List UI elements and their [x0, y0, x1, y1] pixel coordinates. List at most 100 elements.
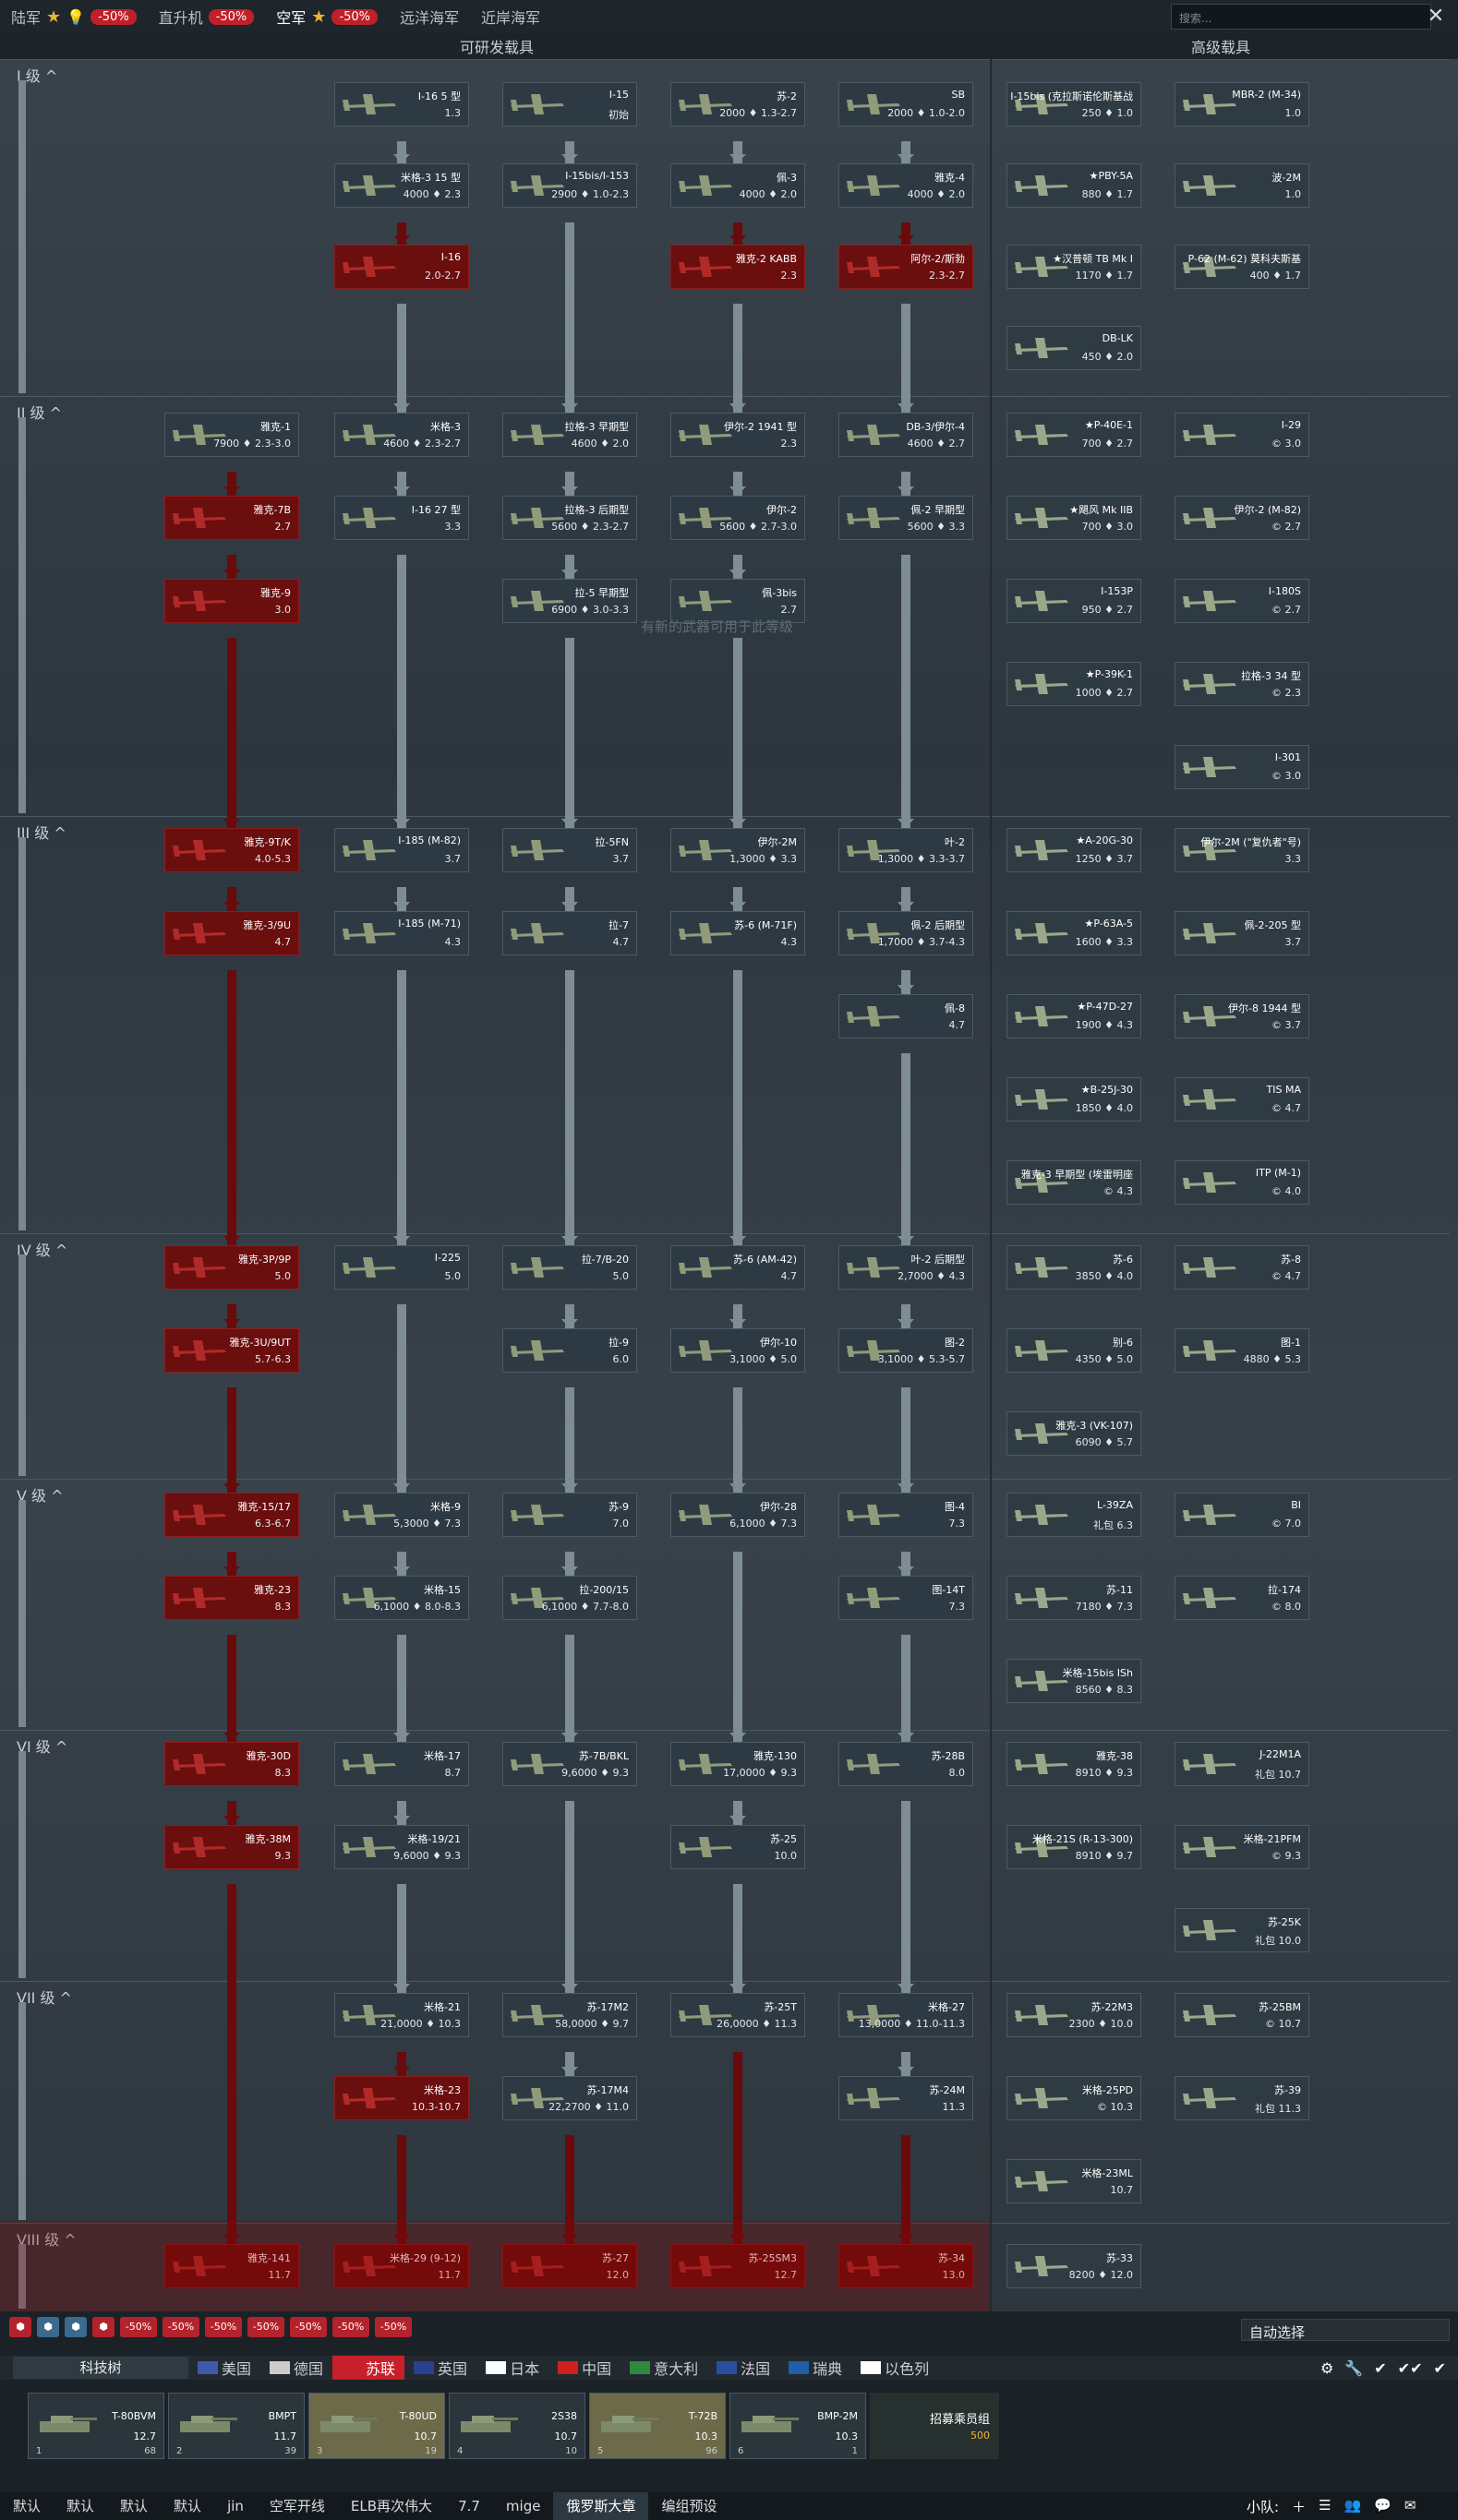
vehicle-card[interactable]: BI© 7.0: [1175, 1493, 1309, 1537]
rank-label[interactable]: III 级 ^: [17, 824, 66, 842]
country-tab[interactable]: 瑞典: [779, 2356, 851, 2380]
chat-icon[interactable]: 💬: [1374, 2496, 1392, 2514]
vehicle-card[interactable]: MBR-2 (M-34)1.0: [1175, 82, 1309, 126]
search-input[interactable]: 搜索...: [1171, 4, 1431, 30]
preset-tab[interactable]: mige: [505, 2498, 541, 2514]
vehicle-card[interactable]: 苏-6 (AM-42)4.7: [670, 1245, 805, 1290]
preset-tab[interactable]: ELB再次伟大: [350, 2498, 433, 2514]
filter-badge[interactable]: ⬢: [37, 2317, 59, 2337]
country-tab[interactable]: 以色列: [851, 2356, 938, 2380]
vehicle-card[interactable]: I-180S© 2.7: [1175, 579, 1309, 623]
tab-bluewater[interactable]: 远洋海军: [389, 0, 470, 33]
preset-tab[interactable]: 编组预设: [661, 2498, 717, 2514]
country-tab[interactable]: 日本: [476, 2356, 548, 2380]
tab-aircraft[interactable]: 空军★-50%: [265, 0, 389, 33]
check-icon-2[interactable]: ✔: [1433, 2359, 1446, 2377]
preset-tab[interactable]: 默认: [120, 2498, 149, 2514]
rank-label[interactable]: V 级 ^: [17, 1487, 64, 1505]
rank-label[interactable]: II 级 ^: [17, 404, 63, 422]
preset-tab[interactable]: 默认: [13, 2498, 42, 2514]
rank-label[interactable]: VIII 级 ^: [17, 2231, 77, 2249]
check-icon[interactable]: ✔: [1374, 2359, 1387, 2377]
country-tab[interactable]: 德国: [260, 2356, 332, 2380]
vehicle-card[interactable]: 雅克-3 早期型 (埃雷明座© 4.3: [1006, 1160, 1141, 1205]
country-tab[interactable]: 中国: [548, 2356, 621, 2380]
vehicle-card[interactable]: TIS MA© 4.7: [1175, 1077, 1309, 1122]
tab-coastal[interactable]: 近岸海军: [470, 0, 551, 33]
preset-tab[interactable]: 空军开线: [269, 2498, 325, 2514]
vehicle-card[interactable]: 雅克-3 (VK-107)6090 ♦ 5.7: [1006, 1411, 1141, 1456]
vehicle-card[interactable]: 伊尔-8 1944 型© 3.7: [1175, 994, 1309, 1038]
rank-label[interactable]: VI 级 ^: [17, 1738, 68, 1756]
vehicle-card[interactable]: 伊尔-2 (M-82)© 2.7: [1175, 496, 1309, 540]
country-tab[interactable]: 法国: [707, 2356, 779, 2380]
wrench-icon[interactable]: 🔧: [1344, 2359, 1364, 2377]
techtree-button[interactable]: 科技树: [13, 2357, 188, 2379]
vehicle-card[interactable]: I-185 (M-82)3.7: [334, 828, 469, 872]
country-tab[interactable]: 美国: [188, 2356, 260, 2380]
filter-badge[interactable]: ⬢: [92, 2317, 114, 2337]
group-icon[interactable]: 👥: [1344, 2496, 1362, 2514]
vehicle-card[interactable]: 米格-21S (R-13-300)8910 ♦ 9.7: [1006, 1825, 1141, 1869]
